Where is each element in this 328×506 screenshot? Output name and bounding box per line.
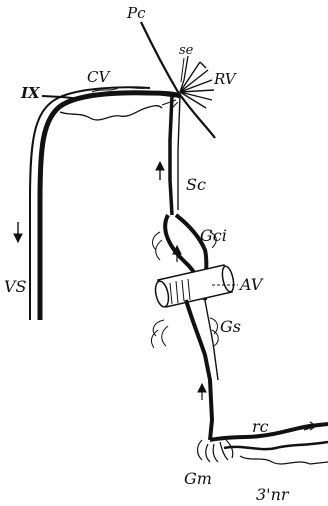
- gs-trunk: [186, 300, 212, 440]
- label-pc: Pc: [126, 4, 146, 22]
- label-rc: rc: [252, 417, 269, 436]
- rc-wavy: [240, 456, 328, 464]
- label-gm: Gm: [184, 469, 212, 488]
- arrow-gs-up: [198, 384, 206, 400]
- label-se: se: [179, 43, 194, 58]
- rc-nerve: [210, 424, 328, 440]
- label-gs: Gs: [220, 317, 241, 336]
- label-3nr: 3'nr: [256, 485, 290, 504]
- se-fibre-2: [181, 58, 184, 82]
- av-artery: [153, 265, 235, 308]
- label-gci: Gci: [200, 226, 227, 245]
- label-sc: Sc: [186, 175, 206, 194]
- label-rv: RV: [213, 70, 238, 88]
- rc-nerve-lower: [224, 442, 328, 449]
- arrow-sc-up: [156, 162, 164, 180]
- sc-trunk-side: [178, 96, 180, 210]
- label-ix: IX: [20, 84, 41, 102]
- cv-wavy-contour: [60, 106, 162, 120]
- label-av: AV: [238, 275, 264, 294]
- label-vs: VS: [4, 277, 27, 296]
- sc-trunk: [170, 96, 172, 215]
- pc-line: [141, 22, 215, 138]
- arrow-vs-down: [14, 222, 22, 242]
- gm-ganglion: [198, 440, 233, 462]
- junction-rays: [160, 95, 178, 110]
- label-cv: CV: [87, 68, 111, 86]
